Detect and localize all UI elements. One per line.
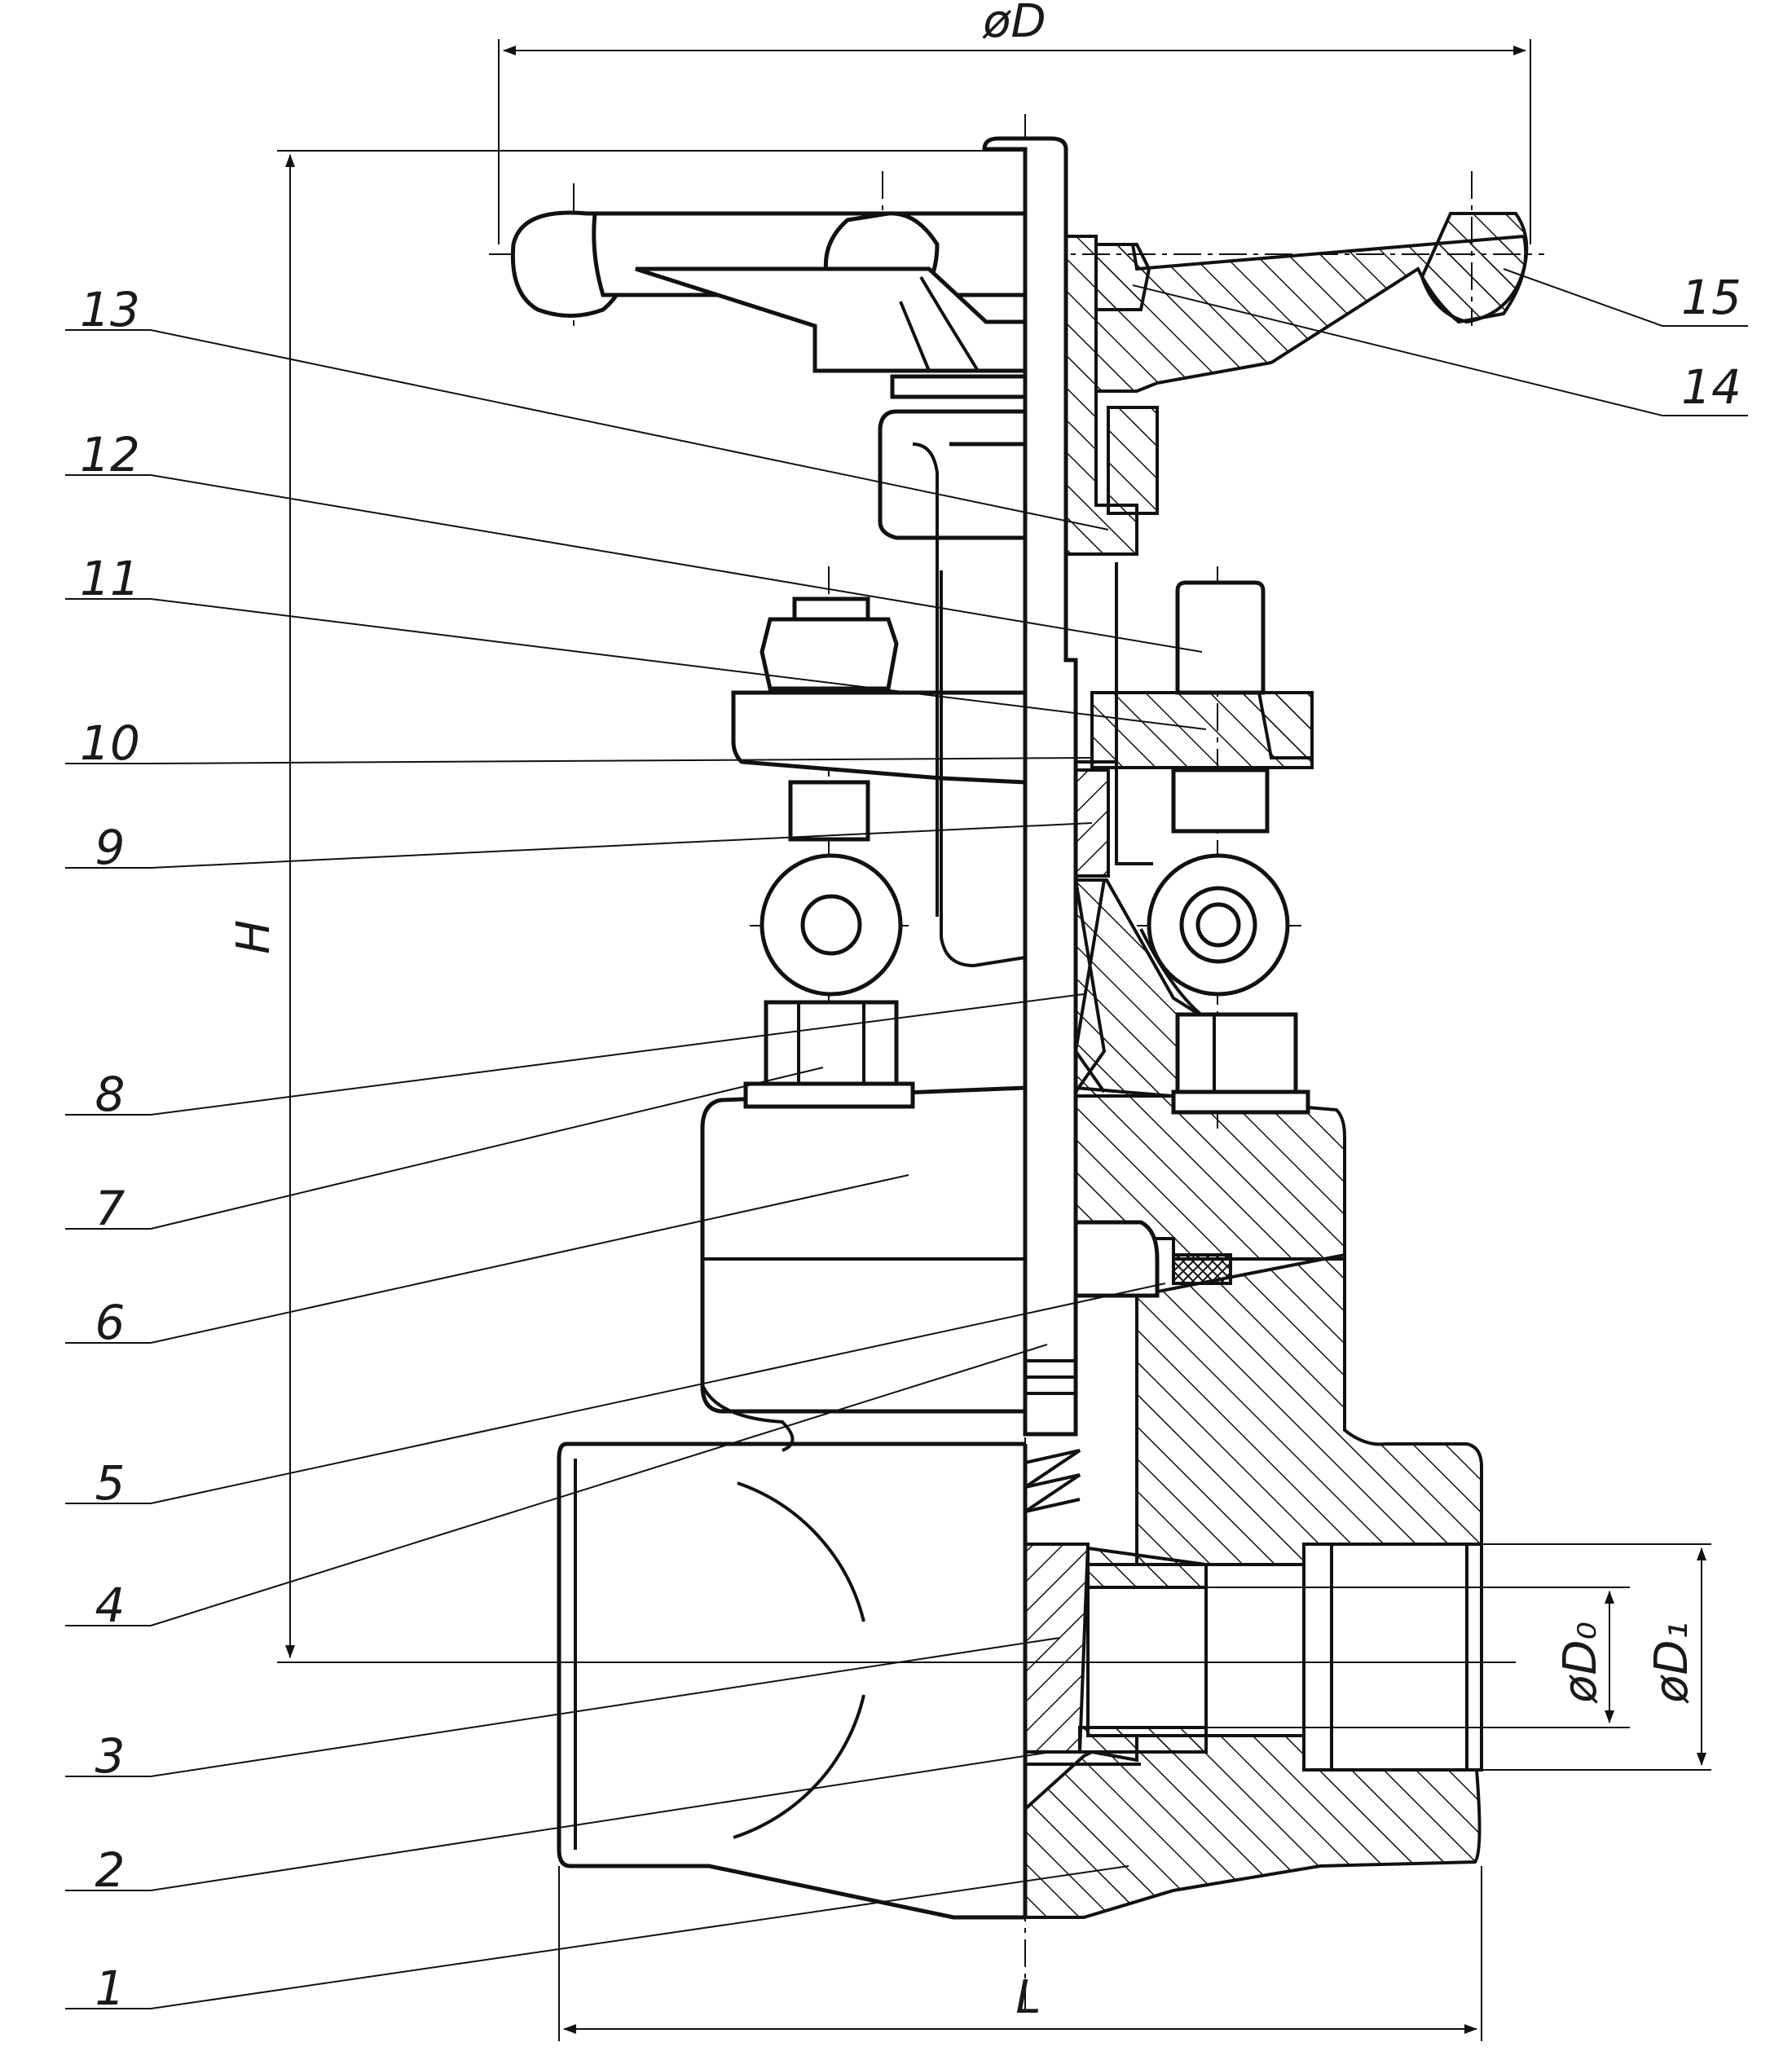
callout-6: 6 bbox=[95, 1295, 125, 1350]
callout-15: 15 bbox=[1681, 270, 1741, 325]
valve-body bbox=[557, 1252, 1483, 1920]
dim-label-thread-diameter: øD₁ bbox=[1645, 1622, 1698, 1704]
yoke-nut bbox=[878, 235, 1159, 917]
callout-1: 1 bbox=[95, 1961, 125, 2016]
dim-label-length: L bbox=[1015, 1971, 1041, 2024]
dimension-labels: øD H L øD₀ øD₁ bbox=[227, 0, 1698, 2024]
callout-3: 3 bbox=[95, 1728, 125, 1784]
callout-11: 11 bbox=[80, 551, 140, 606]
callout-4: 4 bbox=[95, 1578, 125, 1633]
callout-8: 8 bbox=[95, 1067, 125, 1122]
callout-10: 10 bbox=[80, 715, 140, 771]
callout-9: 9 bbox=[95, 820, 125, 875]
dim-label-outer-diameter: øD bbox=[982, 0, 1046, 48]
gland-flange bbox=[731, 562, 1314, 1115]
callout-7: 7 bbox=[95, 1181, 125, 1236]
callout-12: 12 bbox=[80, 427, 140, 482]
part-callouts: 1 2 3 4 5 6 7 8 9 10 11 12 13 14 15 bbox=[80, 270, 1741, 2016]
callout-13: 13 bbox=[80, 282, 140, 337]
callout-14: 14 bbox=[1681, 359, 1741, 415]
dim-label-height: H bbox=[227, 920, 280, 954]
seat-and-disc bbox=[1024, 1543, 1208, 1766]
leader-lines bbox=[65, 268, 1748, 2009]
callout-2: 2 bbox=[95, 1842, 125, 1898]
handwheel bbox=[510, 210, 1529, 393]
dim-label-bore-diameter: øD₀ bbox=[1554, 1622, 1607, 1704]
stem bbox=[982, 136, 1081, 1513]
callout-5: 5 bbox=[95, 1455, 125, 1511]
